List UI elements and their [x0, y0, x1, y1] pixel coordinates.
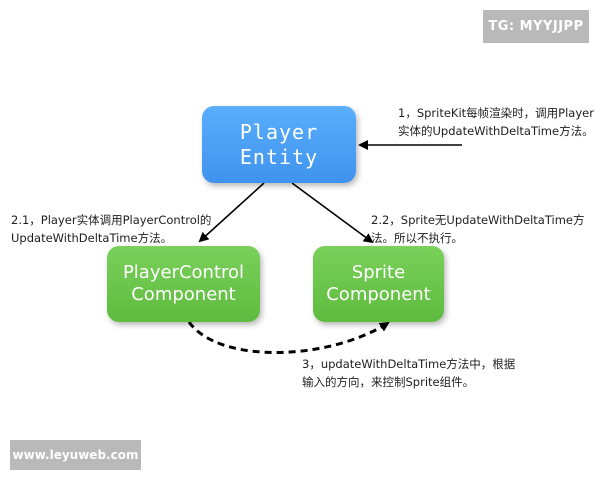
edge-control-to-sprite-dashed: [187, 321, 390, 354]
player-control-line1: PlayerControl: [122, 261, 245, 283]
watermark-site: www.leyuweb.com: [10, 440, 141, 470]
note-step-3-line1: 3，updateWithDeltaTime方法中，根据: [302, 357, 516, 371]
note-step-2-2: 2.2，Sprite无UpdateWithDeltaTime方 法。所以不执行。: [371, 211, 584, 247]
sprite-line1: Sprite: [351, 261, 406, 283]
note-step-2-1: 2.1，Player实体调用PlayerControl的 UpdateWithD…: [11, 211, 211, 247]
watermark-tg: TG: MYYJJPP: [483, 10, 589, 43]
player-control-component-node: PlayerControl Component: [107, 246, 260, 322]
player-control-line2: Component: [131, 284, 236, 305]
note-step-2-1-line2: UpdateWithDeltaTime方法。: [11, 231, 173, 245]
note-step-1: 1，SpriteKit每帧渲染时，调用Player 实体的UpdateWithD…: [398, 104, 594, 140]
player-entity-line2: Entity: [239, 144, 319, 169]
note-step-1-line2: 实体的UpdateWithDeltaTime方法。: [398, 124, 594, 138]
sprite-component-node: Sprite Component: [313, 246, 444, 322]
note-step-1-line1: 1，SpriteKit每帧渲染时，调用Player: [398, 106, 594, 120]
sprite-line2: Component: [326, 284, 431, 305]
edge-player-to-control: [198, 182, 265, 243]
note-step-2-1-line1: 2.1，Player实体调用PlayerControl的: [11, 213, 212, 227]
player-entity-node: Player Entity: [202, 106, 356, 183]
player-entity-line1: Player: [239, 119, 319, 144]
note-step-3: 3，updateWithDeltaTime方法中，根据 输入的方向，来控制Spr…: [302, 355, 515, 391]
edge-player-to-sprite: [291, 182, 374, 244]
note-step-2-2-line1: 2.2，Sprite无UpdateWithDeltaTime方: [371, 213, 585, 227]
note-step-3-line2: 输入的方向，来控制Sprite组件。: [302, 375, 475, 389]
note-step-2-2-line2: 法。所以不执行。: [371, 231, 463, 245]
